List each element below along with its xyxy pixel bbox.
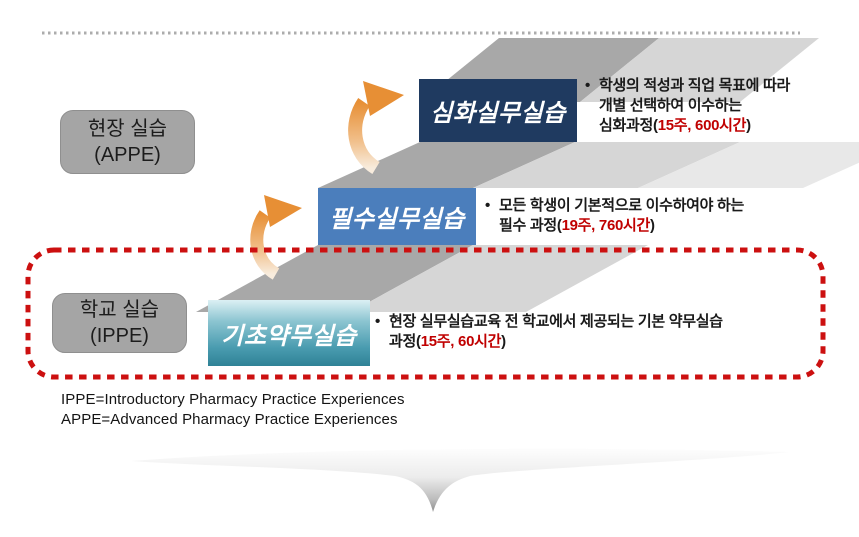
desc-advanced-line3: 심화과정(15주, 600시간) <box>599 117 751 134</box>
step-label-advanced: 심화실무실습 <box>430 100 566 127</box>
staircase-band-light-bottom <box>351 245 648 312</box>
bottom-brace <box>131 448 789 512</box>
step-desc-basic: •현장 실무실습교육 전 학교에서 제공되는 기본 약무실습 과정(15주, 6… <box>375 312 723 352</box>
ippe-label-line1: 학교 실습 <box>79 299 160 321</box>
appe-label-line1: 현장 실습 <box>87 118 168 140</box>
step-desc-required: •모든 학생이 기본적으로 이수하여야 하는 필수 과정(19주, 760시간) <box>485 196 744 236</box>
desc-advanced-line2: 개별 선택하여 이수하는 <box>599 97 742 114</box>
curved-arrow-icon-lower <box>250 195 302 280</box>
step-desc-advanced: •학생의 적성과 직업 목표에 따라 개별 선택하여 이수하는 심화과정(15주… <box>585 76 790 136</box>
step-label-required: 필수실무실습 <box>329 206 465 233</box>
desc-advanced-line1: •학생의 적성과 직업 목표에 따라 <box>585 77 790 94</box>
footnote-ippe: IPPE=Introductory Pharmacy Practice Expe… <box>61 391 405 408</box>
appe-label-line2: (APPE) <box>94 144 161 166</box>
desc-required-line1: •모든 학생이 기본적으로 이수하여야 하는 <box>485 197 744 214</box>
desc-basic-line2: 과정(15주, 60시간) <box>389 333 506 350</box>
practice-label-ippe: 학교 실습 (IPPE) <box>52 293 187 353</box>
duration-highlight: 15주, 600시간 <box>657 117 747 134</box>
step-box-basic: 기초약무실습 <box>208 300 370 366</box>
desc-basic-line1: •현장 실무실습교육 전 학교에서 제공되는 기본 약무실습 <box>375 313 723 330</box>
ippe-label-line2: (IPPE) <box>90 325 149 347</box>
staircase-band-dark-middle <box>318 142 575 188</box>
footnote-appe: APPE=Advanced Pharmacy Practice Experien… <box>61 411 398 428</box>
staircase-band-light-top <box>580 38 819 102</box>
bullet-icon: • <box>485 197 490 214</box>
duration-highlight: 15주, 60시간 <box>420 333 502 350</box>
step-box-advanced: 심화실무실습 <box>419 79 577 142</box>
duration-highlight: 19주, 760시간 <box>561 217 651 234</box>
step-box-required: 필수실무실습 <box>318 188 476 245</box>
bullet-icon: • <box>375 313 380 330</box>
practice-label-appe: 현장 실습 (APPE) <box>60 110 195 174</box>
curved-arrow-icon-upper <box>348 81 404 174</box>
bullet-icon: • <box>585 77 590 94</box>
desc-required-line2: 필수 과정(19주, 760시간) <box>499 217 655 234</box>
ippe-dashed-outline <box>25 247 826 380</box>
staircase-band-dark-bottom <box>196 245 473 312</box>
staircase-band-light-middle <box>473 142 740 188</box>
step-label-basic: 기초약무실습 <box>221 322 357 350</box>
staircase-band-lighter-middle <box>638 142 859 188</box>
